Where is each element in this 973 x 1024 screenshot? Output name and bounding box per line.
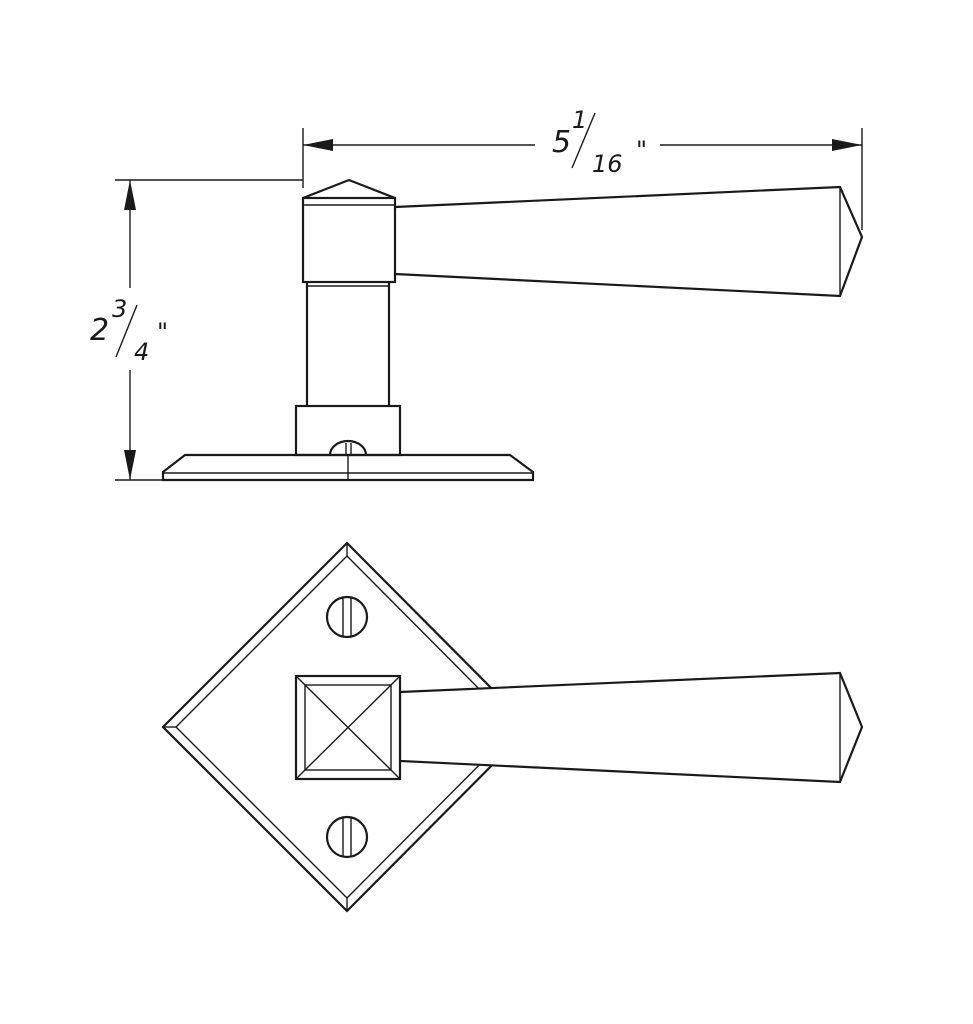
width-dimension: 5 1 16 " — [302, 106, 863, 230]
side-backplate — [161, 453, 535, 482]
width-whole: 5 — [552, 125, 571, 160]
height-numerator: 3 — [112, 295, 127, 323]
height-arrow-bottom — [124, 450, 136, 480]
height-whole: 2 — [90, 313, 109, 348]
height-denominator: 4 — [134, 338, 149, 366]
side-hub — [301, 178, 397, 284]
front-square-hub — [294, 674, 402, 781]
height-arrow-top — [124, 180, 136, 210]
width-arrow-left — [303, 139, 333, 151]
side-view — [161, 178, 864, 482]
side-collar — [294, 404, 402, 457]
front-view — [161, 541, 864, 913]
front-screw-bottom — [325, 815, 369, 859]
width-denominator: 16 — [592, 150, 623, 178]
height-dimension: 2 3 4 " — [90, 179, 303, 481]
front-screw-top — [325, 595, 369, 639]
side-lever-arm — [394, 185, 864, 298]
width-arrow-right — [832, 139, 862, 151]
front-lever-arm — [398, 671, 864, 784]
width-numerator: 1 — [572, 106, 587, 134]
side-shaft — [305, 282, 391, 406]
front-diamond-plate — [161, 541, 532, 913]
height-unit: " — [157, 318, 168, 346]
width-unit: " — [636, 136, 647, 164]
